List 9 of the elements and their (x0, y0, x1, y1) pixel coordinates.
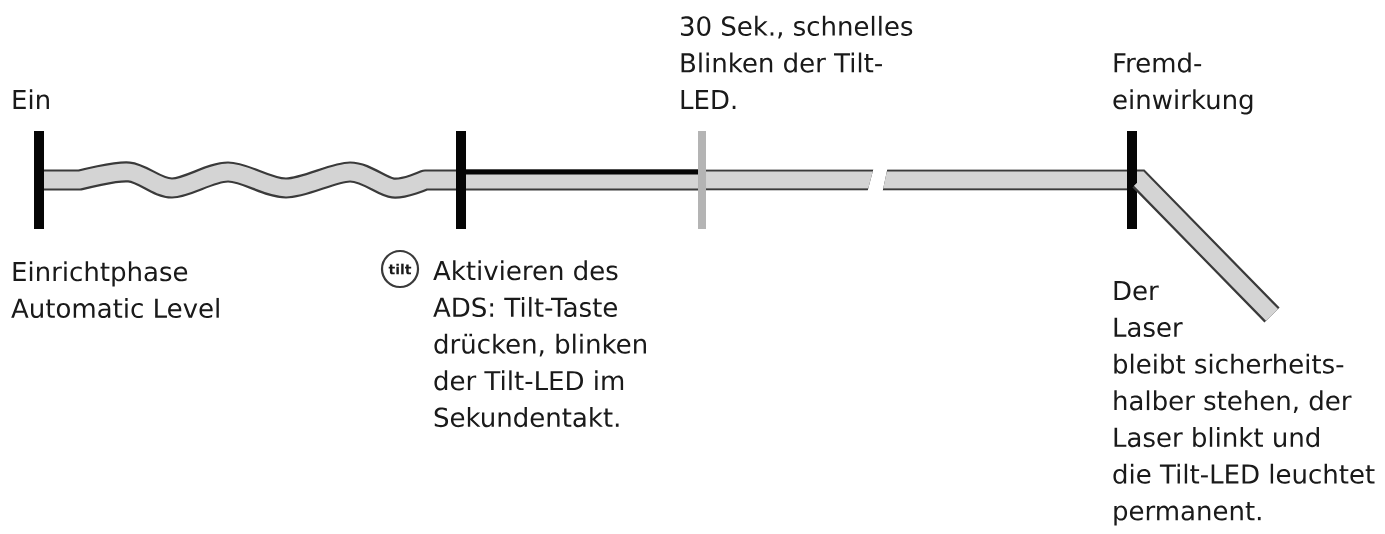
description-text: Einrichtphase Automatic Level (11, 261, 219, 319)
timeline-band (466, 169, 698, 191)
description-text: Aktivieren des ADS: Tilt-Taste drücken, blinken der Tilt-LED im Sekundentakt. (433, 260, 646, 428)
event-label: 30 Sek., schnelles Blinken der Tilt- LED. (681, 15, 913, 109)
wavy-band (44, 161, 456, 199)
event-label: Fremd- einwirkung (1113, 52, 1253, 115)
description-text: Der Laser bleibt sicherheits- halber stehen, der Laser blinkt und die Tilt-LED leuchtet permanent. (1113, 281, 1375, 526)
event-label: Ein (13, 89, 49, 109)
timeline-band (706, 169, 1127, 191)
